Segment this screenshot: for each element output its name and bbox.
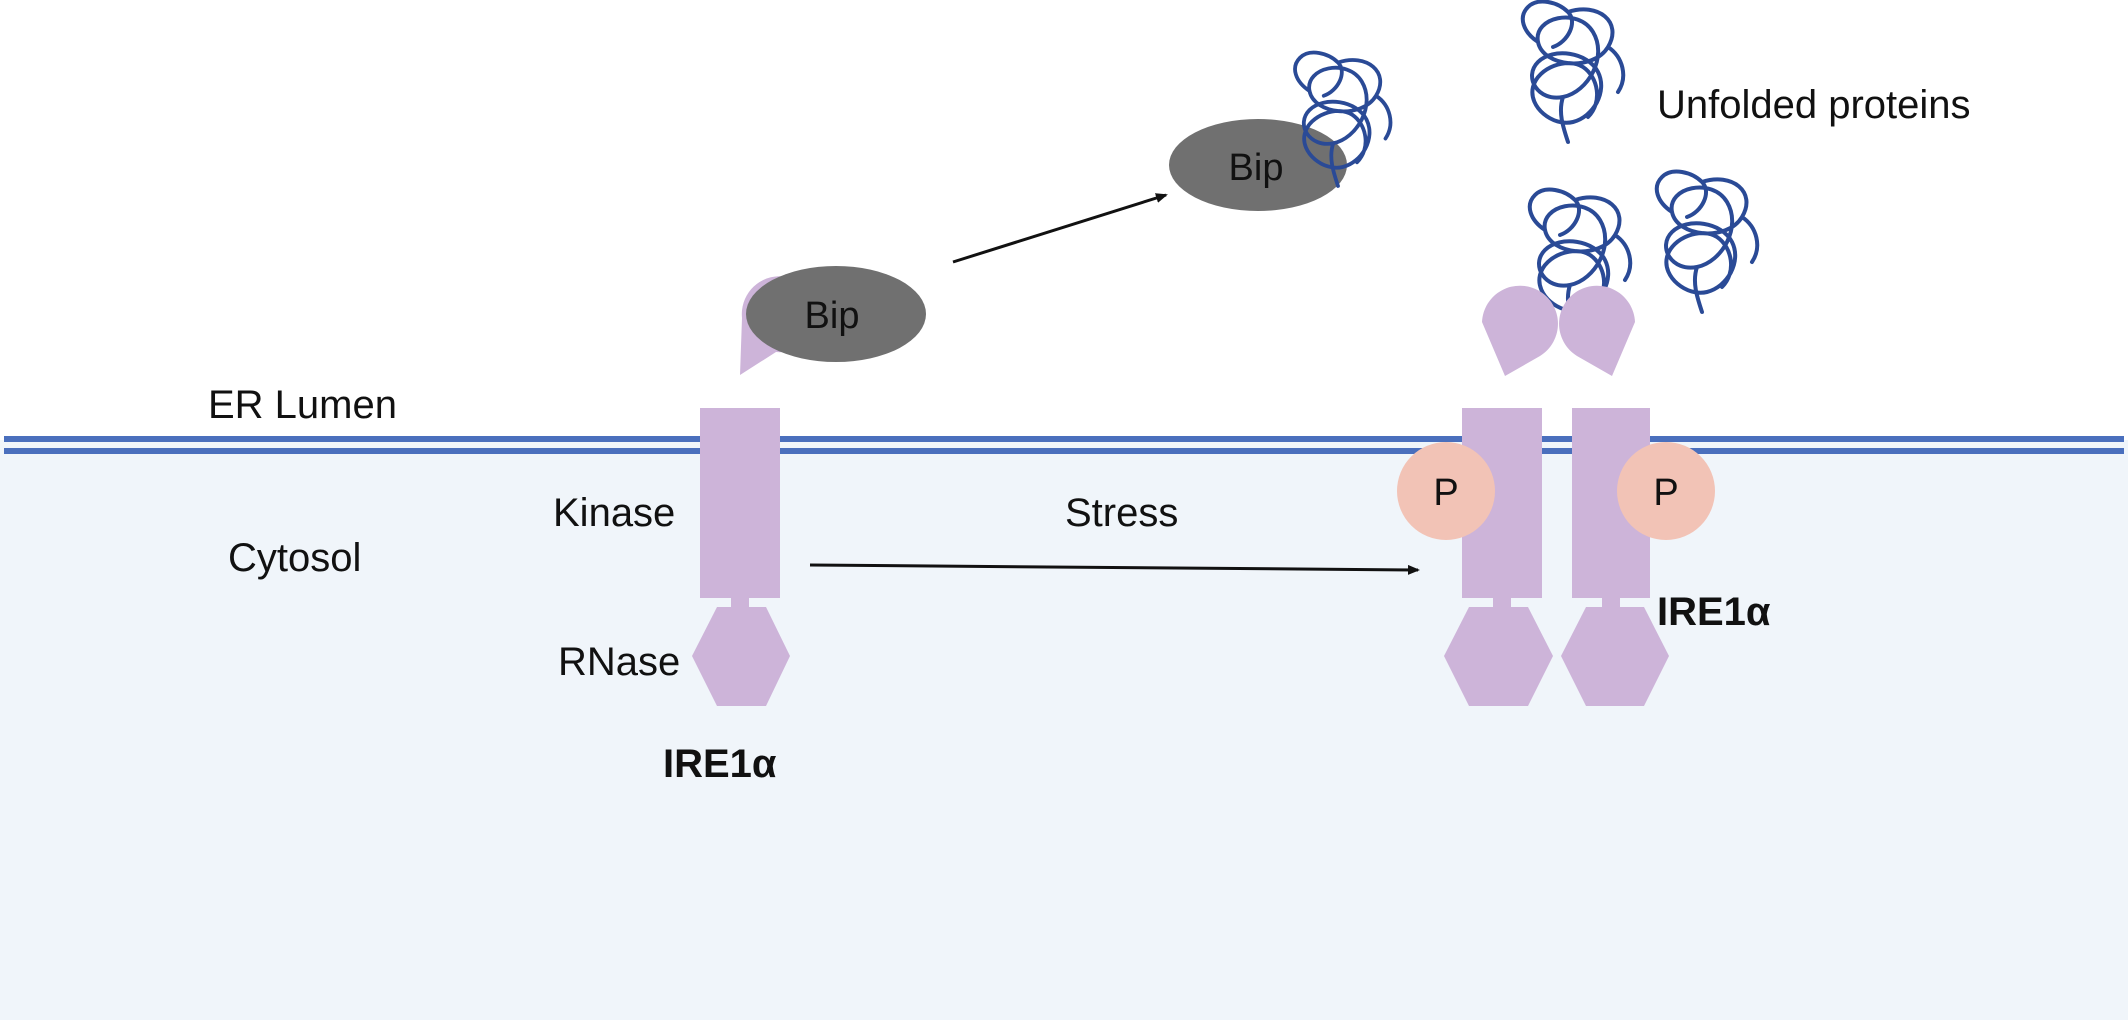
luminal-domain: [1559, 285, 1635, 376]
phosphate-label-right: P: [1653, 472, 1678, 514]
unfolded-proteins-label: Unfolded proteins: [1657, 83, 1971, 127]
linker: [1602, 598, 1620, 608]
luminal-domain: [1482, 285, 1558, 376]
linker: [1493, 598, 1511, 608]
transmembrane-kinase-domain: [700, 408, 780, 598]
release-arrow: [952, 193, 1168, 264]
unfolded-protein-icon: [1520, 0, 1626, 144]
rnase-domain: [1444, 607, 1553, 706]
er-membrane: [4, 436, 2124, 454]
bip-bound-label: Bip: [805, 295, 860, 337]
linker: [731, 598, 749, 608]
stress-label: Stress: [1065, 491, 1178, 535]
unfolded-protein-icon: [1654, 169, 1760, 314]
rnase-domain: [1561, 607, 1669, 706]
ire1a-label-right: IRE1α: [1657, 590, 1771, 634]
phosphate-label-left: P: [1433, 472, 1458, 514]
bip-released-label: Bip: [1229, 147, 1284, 189]
ire1a-dimer: [1444, 285, 1669, 706]
cytosol-label: Cytosol: [228, 536, 361, 580]
cytosol-region: [0, 440, 2128, 1020]
kinase-label: Kinase: [553, 491, 675, 535]
ire1a-label-left: IRE1α: [663, 742, 777, 786]
er-lumen-label: ER Lumen: [208, 383, 397, 427]
stress-arrow: [809, 563, 1420, 575]
phosphate-group: [1397, 442, 1495, 540]
bip-bound: [746, 266, 926, 362]
phosphate-group: [1617, 442, 1715, 540]
rnase-label: RNase: [558, 640, 680, 684]
rnase-domain: [692, 607, 790, 706]
